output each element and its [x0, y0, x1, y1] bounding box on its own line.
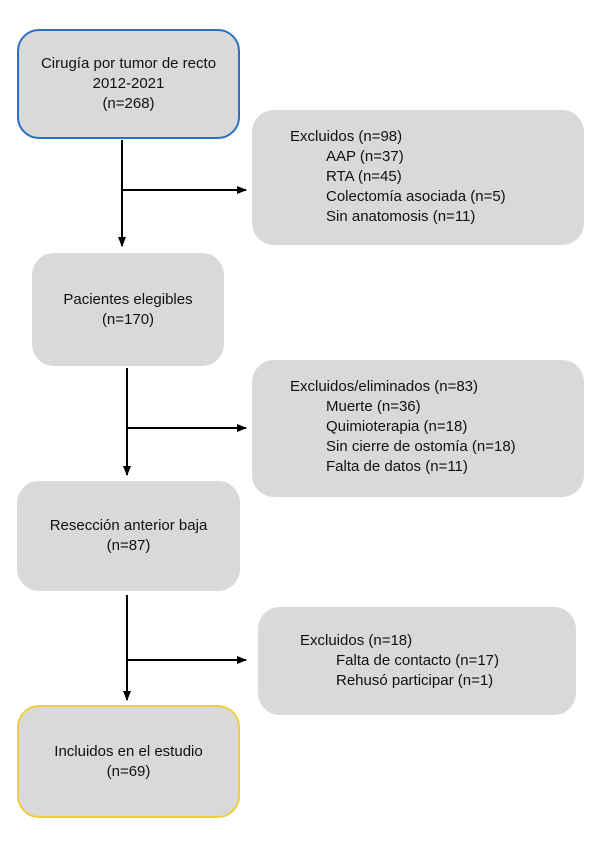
eligible-box: Pacientes elegibles (n=170) [32, 253, 224, 366]
resection-box: Resección anterior baja (n=87) [17, 481, 240, 591]
exclusion-1-item: RTA (n=45) [326, 168, 402, 185]
resection-line-1: Resección anterior baja [49, 517, 208, 534]
exclusion-2-item: Sin cierre de ostomía (n=18) [326, 438, 516, 455]
exclusion-box-3: Excluidos (n=18) Falta de contacto (n=17… [258, 607, 576, 715]
exclusion-3-item: Rehusó participar (n=1) [336, 672, 494, 689]
included-box: Incluidos en el estudio (n=69) [17, 705, 240, 818]
exclusion-3-item: Falta de contacto (n=17) [336, 652, 500, 669]
exclusion-1-item: Colectomía asociada (n=5) [326, 188, 506, 205]
eligible-line-1: Pacientes elegibles [63, 290, 193, 308]
start-line-1: Cirugía por tumor de recto [40, 55, 217, 72]
start-box: Cirugía por tumor de recto 2012-2021 (n=… [17, 29, 240, 139]
exclusion-1-title: Excluidos (n=98) [290, 128, 403, 145]
resection-line-2: (n=87) [106, 537, 151, 554]
exclusion-1-item: AAP (n=37) [326, 148, 404, 165]
included-line-1: Incluidos en el estudio [54, 742, 203, 760]
exclusion-2-item: Muerte (n=36) [326, 398, 421, 415]
start-line-2: 2012-2021 [92, 75, 165, 92]
exclusion-box-1: Excluidos (n=98) AAP (n=37) RTA (n=45) C… [252, 110, 584, 245]
start-line-3: (n=268) [102, 95, 155, 112]
exclusion-2-title: Excluidos/eliminados (n=83) [290, 378, 479, 395]
exclusion-box-2: Excluidos/eliminados (n=83) Muerte (n=36… [252, 360, 584, 497]
eligible-line-2: (n=170) [101, 310, 155, 328]
exclusion-3-title: Excluidos (n=18) [300, 632, 413, 649]
exclusion-2-item: Falta de datos (n=11) [326, 458, 468, 475]
exclusion-1-item: Sin anatomosis (n=11) [326, 208, 476, 225]
exclusion-2-item: Quimioterapia (n=18) [326, 418, 468, 435]
included-line-2: (n=69) [106, 762, 151, 780]
